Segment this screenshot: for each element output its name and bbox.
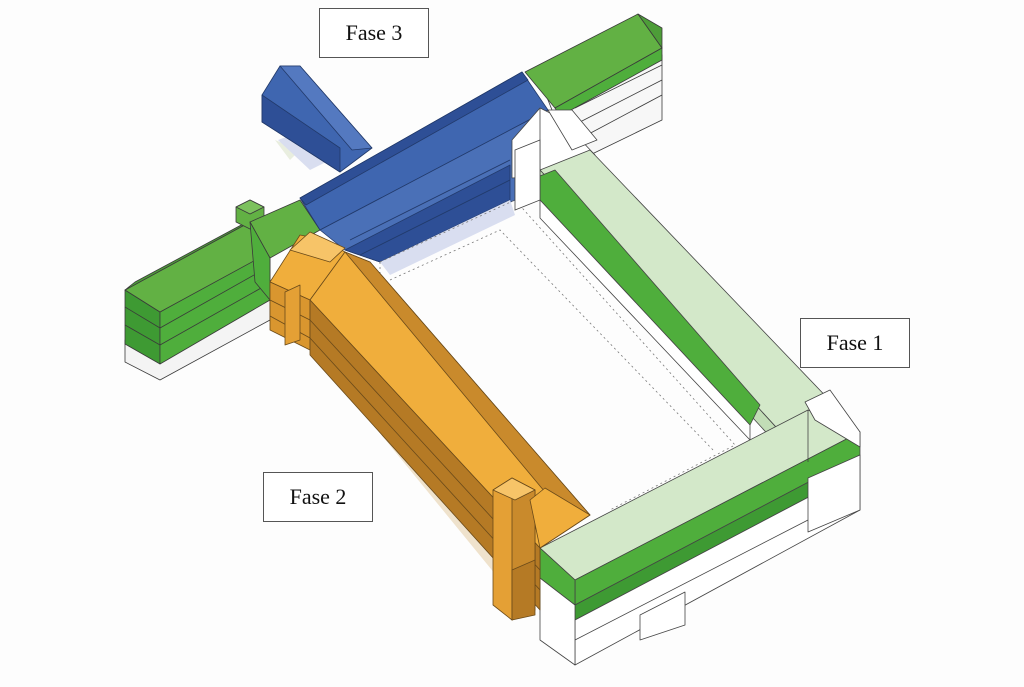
phase1-green-wing bbox=[509, 107, 861, 666]
left-green-wing bbox=[124, 199, 321, 381]
phase1-label: Fase 1 bbox=[800, 318, 910, 368]
white-connector-blocks bbox=[514, 139, 541, 211]
phase3-blue-wing bbox=[261, 65, 549, 275]
phase2-orange-wing bbox=[269, 231, 591, 621]
phase2-label: Fase 2 bbox=[263, 472, 373, 522]
phase3-label: Fase 3 bbox=[319, 8, 429, 58]
